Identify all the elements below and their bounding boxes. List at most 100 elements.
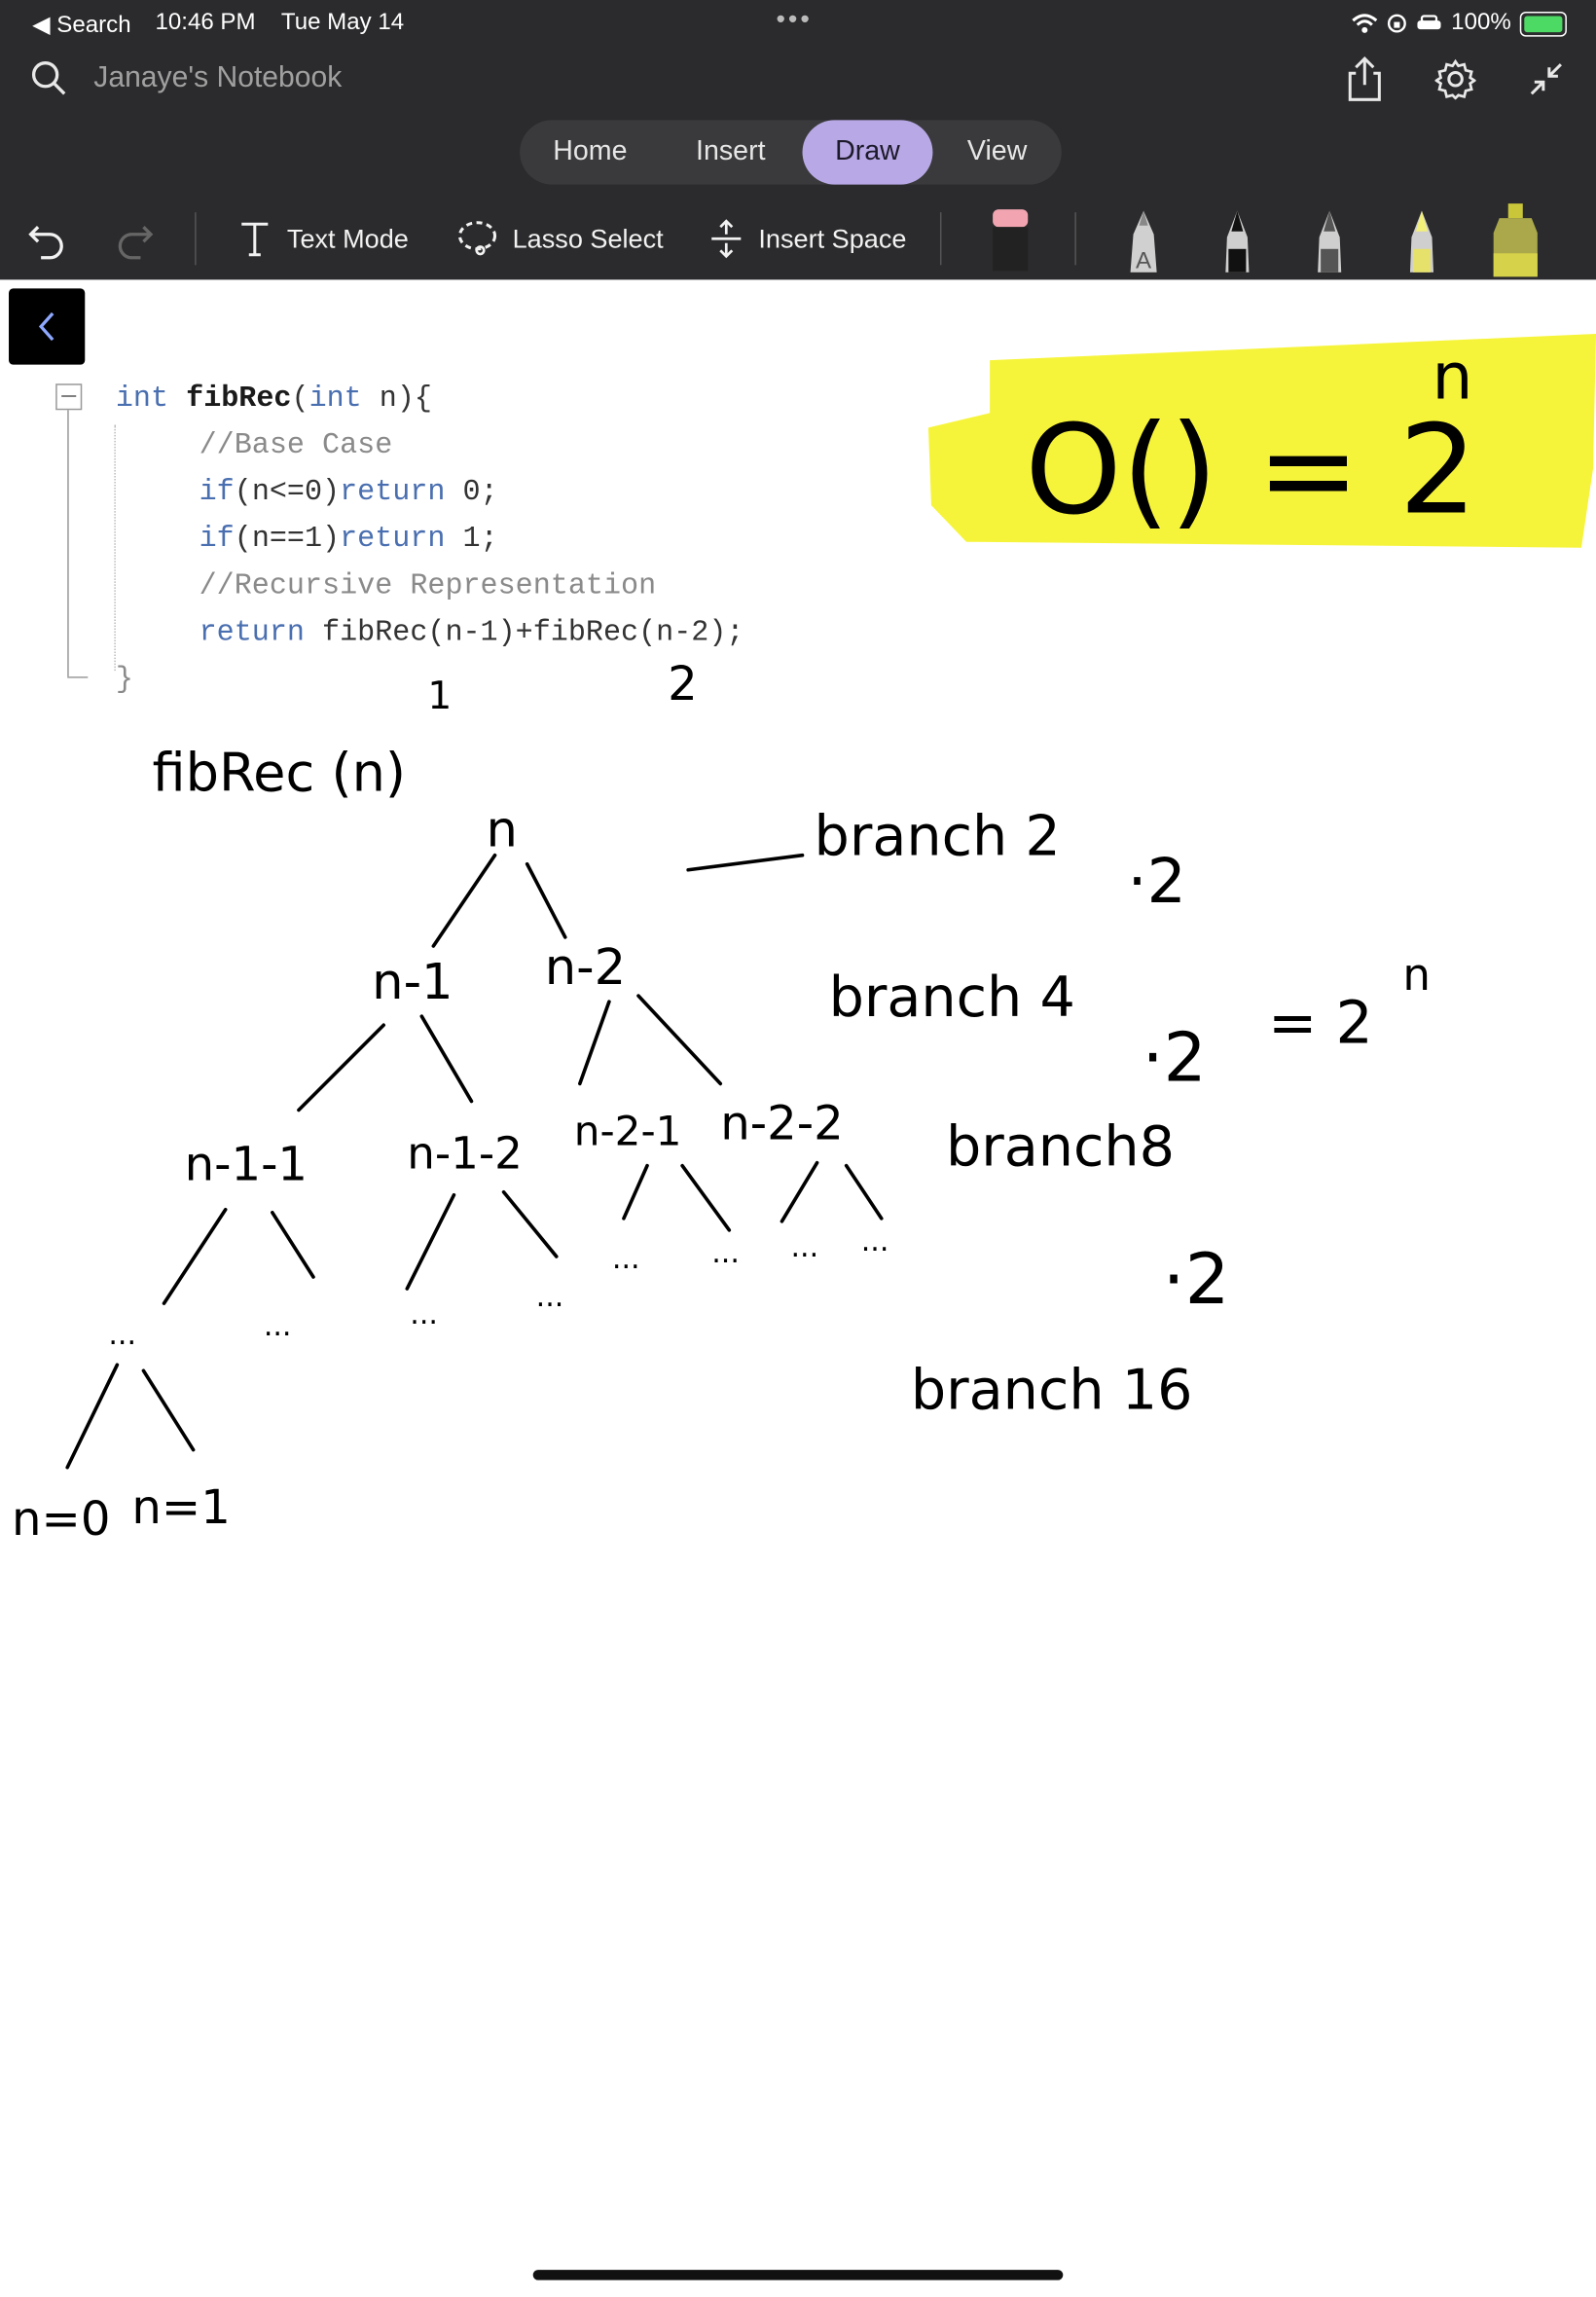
tab-draw[interactable]: Draw <box>802 120 933 185</box>
pen-tool-text[interactable]: A <box>1122 198 1166 279</box>
app-chrome: ◀ Search 10:46 PM Tue May 14 ••• 100% Ja… <box>0 0 1596 280</box>
toolbar-divider <box>1074 212 1076 266</box>
times-2-a: ·2 <box>1128 845 1186 917</box>
status-bar: ◀ Search 10:46 PM Tue May 14 ••• 100% <box>0 5 1596 39</box>
branch-2-note: branch 2 <box>815 805 1061 869</box>
equals-two-to-n: = 2 <box>1268 989 1373 1057</box>
code-line-1: int fibRec(int n){ <box>115 382 432 417</box>
tree-node-n-1-2: n-1-2 <box>407 1128 523 1180</box>
ribbon-tabs: Home Insert Draw View <box>520 120 1062 185</box>
code-line-2: //Base Case <box>199 428 393 463</box>
text-mode-button[interactable]: Text Mode <box>237 198 409 279</box>
car-icon <box>1417 15 1441 30</box>
settings-gear-icon[interactable] <box>1429 53 1481 105</box>
tree-node-n-1-1: n-1-1 <box>185 1138 308 1192</box>
tab-view[interactable]: View <box>966 135 1028 167</box>
tree-edges <box>65 853 884 1470</box>
times-2-c: ·2 <box>1163 1239 1230 1321</box>
status-date: Tue May 14 <box>280 10 405 36</box>
lasso-select-button[interactable]: Lasso Select <box>456 198 664 279</box>
pen-tool-gray[interactable] <box>1308 198 1352 279</box>
code-fold-line <box>67 410 69 677</box>
tree-node-n-1: n-1 <box>372 954 453 1011</box>
pen-tool-yellow[interactable] <box>1399 198 1443 279</box>
big-o-exponent: n <box>1432 339 1472 414</box>
code-snippet: int fibRec(int n){ //Base Case if(n<=0)r… <box>0 369 744 790</box>
text-mode-label: Text Mode <box>286 223 409 253</box>
text-t-icon <box>241 222 269 257</box>
pen-gray-icon <box>1318 210 1342 273</box>
branch-4-note: branch 4 <box>829 966 1075 1030</box>
tree-ellipsis: ... <box>711 1236 740 1270</box>
lasso-select-label: Lasso Select <box>512 223 664 253</box>
tree-ellipsis: ... <box>790 1230 818 1264</box>
redo-icon <box>118 226 154 260</box>
share-icon[interactable] <box>1338 53 1391 105</box>
insert-space-label: Insert Space <box>758 223 907 253</box>
lasso-icon <box>457 221 497 256</box>
undo-button[interactable] <box>26 198 67 279</box>
code-indent-guide <box>114 424 116 672</box>
pen-a-label: A <box>1136 247 1151 273</box>
collapse-fullscreen-icon[interactable] <box>1520 53 1573 105</box>
leaf-n1: n=1 <box>131 1480 230 1535</box>
tree-ellipsis: ... <box>536 1280 564 1314</box>
back-button[interactable] <box>9 288 86 365</box>
tree-ellipsis: ... <box>410 1297 438 1331</box>
tree-node-n-2-1: n-2-1 <box>574 1108 682 1155</box>
search-icon[interactable] <box>29 58 67 104</box>
highlighter-tool[interactable] <box>1488 198 1543 279</box>
annotation-1: 1 <box>427 675 452 718</box>
toolbar-divider <box>195 212 197 266</box>
highlight-blob <box>927 334 1596 548</box>
highlighter-icon <box>1493 203 1538 277</box>
tree-ellipsis: ... <box>264 1309 292 1343</box>
undo-icon <box>28 226 63 260</box>
code-fold-line-end <box>67 676 89 678</box>
search-row: Janaye's Notebook <box>0 53 1596 105</box>
equals-exponent: n <box>1402 949 1431 1001</box>
pen-yellow-icon <box>1409 210 1434 273</box>
code-line-3: if(n<=0)return 0; <box>199 475 498 510</box>
tree-node-n-2: n-2 <box>545 939 626 997</box>
code-line-6: return fibRec(n-1)+fibRec(n-2); <box>199 616 744 651</box>
tree-ellipsis: ... <box>861 1224 889 1258</box>
status-time: 10:46 PM <box>155 10 256 36</box>
code-line-4: if(n==1)return 1; <box>199 523 498 557</box>
redo-button[interactable] <box>114 198 155 279</box>
status-right: 100% <box>1352 11 1567 37</box>
code-line-5: //Recursive Representation <box>199 569 657 603</box>
tree-root: n <box>487 802 518 859</box>
code-collapse-toggle <box>55 383 83 411</box>
eraser-tool[interactable] <box>990 198 1031 279</box>
multitasking-dots-icon[interactable]: ••• <box>776 4 813 34</box>
pen-black-icon <box>1225 210 1250 273</box>
pen-a-icon: A <box>1130 210 1157 273</box>
chevron-left-icon <box>38 311 54 342</box>
back-to-search-link[interactable]: ◀ Search <box>32 13 131 39</box>
draw-toolbar: Text Mode Lasso Select Insert Space A <box>0 198 1596 279</box>
toolbar-divider <box>939 212 942 266</box>
insert-space-icon <box>711 219 742 259</box>
orientation-lock-icon <box>1388 14 1406 33</box>
leaf-n0: n=0 <box>12 1492 110 1547</box>
pen-tool-black[interactable] <box>1215 198 1259 279</box>
tree-ellipsis: ... <box>612 1242 640 1276</box>
big-o-expression: O() = 2 <box>1025 399 1477 542</box>
annotation-2: 2 <box>668 657 698 711</box>
tree-node-n-2-2: n-2-2 <box>720 1097 843 1151</box>
header-actions <box>1338 53 1573 105</box>
notebook-title[interactable]: Janaye's Notebook <box>93 61 343 94</box>
func-label: fibRec (n) <box>152 742 406 803</box>
home-indicator[interactable] <box>532 2270 1064 2280</box>
battery-icon <box>1519 11 1567 36</box>
branch-16-note: branch 16 <box>911 1358 1193 1422</box>
tab-home[interactable]: Home <box>553 135 628 167</box>
eraser-icon <box>993 209 1029 272</box>
tree-ellipsis: ... <box>108 1318 136 1352</box>
insert-space-button[interactable]: Insert Space <box>708 198 906 279</box>
code-line-7: } <box>115 663 133 698</box>
tab-insert[interactable]: Insert <box>696 135 766 167</box>
wifi-icon <box>1352 14 1378 33</box>
